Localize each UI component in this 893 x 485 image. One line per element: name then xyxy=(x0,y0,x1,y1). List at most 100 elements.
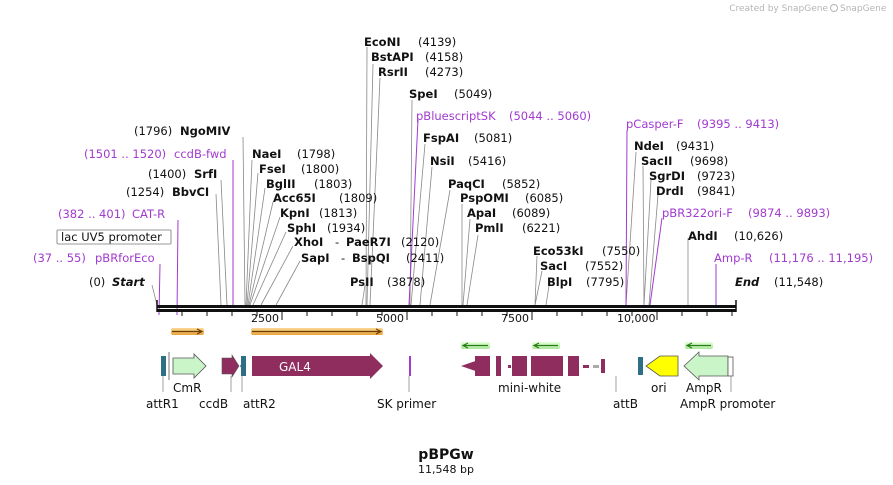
site-pos-fsei: (1800) xyxy=(301,162,339,176)
site-pos-bbvci: (1254) xyxy=(126,185,164,199)
site-pos-kpni: (1813) xyxy=(319,206,357,220)
ruler-tick-5000: 5000 xyxy=(376,312,404,325)
site-label-sapi: SapI xyxy=(301,251,330,265)
boxed-feature-lac-uv5: lac UV5 promoter xyxy=(61,230,162,244)
site-label-econi: EcoNI xyxy=(364,35,400,49)
site-label-fspai: FspAI xyxy=(423,131,459,145)
site-pos-srfi: (1400) xyxy=(148,167,186,181)
feature-gal4 xyxy=(252,353,383,379)
snapgene-logo-icon xyxy=(830,4,838,12)
site-pos-paer7i: (2120) xyxy=(401,235,439,249)
feature-mini-white xyxy=(461,356,605,376)
feature-label-ccdb: ccdB xyxy=(199,397,228,411)
primer-connectors xyxy=(158,119,717,316)
primer-range-cat-r: (382 .. 401) xyxy=(58,207,126,221)
site-label-kpni: KpnI xyxy=(280,206,310,220)
site-label-fsei: FseI xyxy=(259,162,286,176)
dna-backbone xyxy=(156,300,737,312)
feature-label-ampr: AmpR xyxy=(686,381,722,395)
site-pos-rsrii: (4273) xyxy=(425,65,463,79)
feature-ampr xyxy=(683,351,729,381)
site-label-bstapi: BstAPI xyxy=(371,50,414,64)
feature-label-attb: attB xyxy=(613,397,638,411)
feature-label-cmr: CmR xyxy=(173,381,201,395)
site-label-eco53ki: Eco53kI xyxy=(533,244,584,258)
primer-arrow-cmr-fwd xyxy=(171,328,204,335)
primer-range-ccdb-fwd: (1501 .. 1520) xyxy=(84,147,166,161)
site-pos-pspomi: (6085) xyxy=(525,191,563,205)
site-pos-saci: (7552) xyxy=(585,259,623,273)
site-label-ngomiv: NgoMIV xyxy=(180,124,230,138)
site-pos-eco53ki: (7550) xyxy=(602,244,640,258)
site-pos-drdi: (9841) xyxy=(697,184,735,198)
site-pos-ngomiv: (1796) xyxy=(134,124,172,138)
site-label-rsrii: RsrII xyxy=(378,65,408,79)
primer-range-pbrforeco: (37 .. 55) xyxy=(33,251,86,265)
feature-label-sk-primer: SK primer xyxy=(377,397,436,411)
site-label-nsii: NsiI xyxy=(430,154,455,168)
site-pos-bspqi: (2411) xyxy=(406,251,444,265)
primer-range-pbluescriptsk: (5044 .. 5060) xyxy=(509,109,591,123)
primer-label-pcasper-f: pCasper-F xyxy=(626,117,684,131)
feature-ccdb xyxy=(221,353,240,379)
boxed-feature-frame xyxy=(56,229,172,245)
site-pos-apai: (6089) xyxy=(512,206,550,220)
site-pos-sacii: (9698) xyxy=(690,154,728,168)
primer-label-pbluescriptsk: pBluescriptSK xyxy=(416,109,496,123)
feature-ori xyxy=(645,355,679,377)
site-separator-xhoi: - xyxy=(335,235,339,249)
site-label-spei: SpeI xyxy=(409,87,438,101)
site-label-pspomi: PspOMI xyxy=(460,191,509,205)
site-pos-sgrdi: (9723) xyxy=(697,169,735,183)
site-pos-bstapi: (4158) xyxy=(425,50,463,64)
ruler-ticks xyxy=(181,312,733,320)
feature-sk-primer-mark xyxy=(409,356,411,376)
site-label-saci: SacI xyxy=(540,259,567,273)
site-pos-pmli: (6221) xyxy=(522,221,560,235)
site-label-acc65i: Acc65I xyxy=(273,191,316,205)
snapgene-brand: SnapGene xyxy=(840,4,887,14)
plasmid-name: pBPGw xyxy=(418,447,473,463)
primer-range-pcasper-f: (9395 .. 9413) xyxy=(697,117,779,131)
site-label-blpi: BlpI xyxy=(547,275,572,289)
site-pos-spei: (5049) xyxy=(454,87,492,101)
primer-arrow-gal4-fwd xyxy=(251,328,383,335)
site-label-pmli: PmlI xyxy=(475,221,504,235)
site-label-xhoi: XhoI xyxy=(294,235,323,249)
primer-arrow-white-rev-2 xyxy=(532,342,560,349)
feature-label-ampr-promoter: AmpR promoter xyxy=(680,397,775,411)
site-pos-ahdi: (10,626) xyxy=(734,229,783,243)
feature-label-mini-white: mini-white xyxy=(498,381,561,395)
feature-ampr-promoter xyxy=(727,356,734,392)
feature-attb xyxy=(638,357,643,375)
site-pos-blpi: (7795) xyxy=(586,275,624,289)
site-label-sacii: SacII xyxy=(641,154,672,168)
site-label-sgrdi: SgrDI xyxy=(649,169,685,183)
site-pos-naei: (1798) xyxy=(297,147,335,161)
site-separator-sapi: - xyxy=(341,251,345,265)
site-label-drdi: DrdI xyxy=(656,184,684,198)
ruler-tick-2500: 2500 xyxy=(251,312,279,325)
end-pos: (11,548) xyxy=(774,275,823,289)
site-pos-bglii: (1803) xyxy=(314,177,352,191)
site-pos-nsii: (5416) xyxy=(468,154,506,168)
primer-range-amp-r: (11,176 .. 11,195) xyxy=(769,251,873,265)
watermark-text: Created by SnapGene xyxy=(729,4,828,14)
feature-label-gal4: GAL4 xyxy=(279,360,311,374)
primer-label-cat-r: CAT-R xyxy=(132,207,165,221)
ruler-tick-7500: 7500 xyxy=(501,312,529,325)
site-connectors xyxy=(151,46,689,306)
site-label-psii: PsII xyxy=(350,275,374,289)
primer-label-pbrforeco: pBRforEco xyxy=(95,251,155,265)
site-label-naei: NaeI xyxy=(252,147,281,161)
primer-label-pbr322ori-f: pBR322ori-F xyxy=(662,206,733,220)
site-label-paqci: PaqCI xyxy=(448,177,485,191)
feature-attr2 xyxy=(240,356,246,376)
site-label-ndei: NdeI xyxy=(634,139,664,153)
feature-cmr xyxy=(172,353,207,379)
site-label-bbvci: BbvCI xyxy=(172,185,209,199)
site-label-bspqi: BspQI xyxy=(352,251,390,265)
primer-arrow-white-rev-1 xyxy=(461,342,490,349)
feature-label-attr2: attR2 xyxy=(243,397,276,411)
